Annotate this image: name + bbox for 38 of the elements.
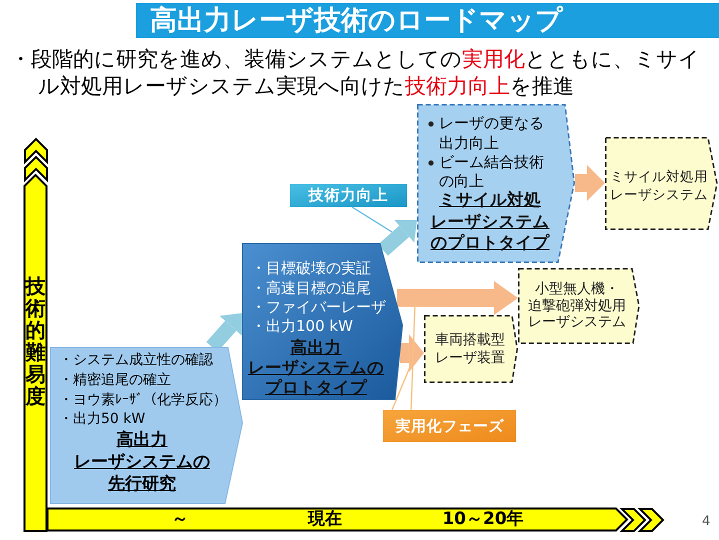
bullet-item: ・ヨウ素ﾚｰｻﾞ（化学反応） xyxy=(59,391,227,410)
block-arrow xyxy=(400,334,424,372)
block-arrow xyxy=(397,281,518,315)
bullet-item: ・ファイバーレーザ xyxy=(251,298,386,318)
lead-text: ・段階的に研究を進め、装備システムとしての実用化とともに、ミサイル対処用レーザシステム実現へ向けた技術力向上を推進 xyxy=(10,46,701,100)
bullet-item: ・出力100 kW xyxy=(251,317,353,336)
leader-line xyxy=(391,362,413,410)
axis-arrow xyxy=(23,137,48,533)
block-arrow xyxy=(575,165,605,201)
title: 高出力レーザ技術のロードマップ xyxy=(150,4,563,38)
pentagon-box xyxy=(242,243,403,400)
label-box xyxy=(383,410,516,442)
pentagon-box xyxy=(605,137,718,230)
label-text: 実用化フェーズ xyxy=(395,416,504,437)
bullet-item: ・高速目標の追尾 xyxy=(251,279,371,298)
bullet-item: ・システム成立性の確認 xyxy=(59,351,213,370)
box-text: ミサイル対処用レーザシステム xyxy=(610,169,708,204)
block-arrow xyxy=(378,220,418,256)
box-text: 小型無人機・迫撃砲弾対処用レーザシステム xyxy=(528,281,626,330)
box-heading: 高出力レーザシステムの先行研究 xyxy=(74,429,210,495)
box-heading: ミサイル対処レーザシステムのプロトタイプ xyxy=(430,189,550,254)
bullet-item: ・出力50 kW xyxy=(59,410,146,429)
leader-line xyxy=(352,206,392,233)
pentagon-box xyxy=(417,104,575,263)
axis-label: 技術的難易度 xyxy=(25,275,46,407)
box-text: 車両搭載型レーザ装置 xyxy=(435,332,505,367)
page-number: 4 xyxy=(702,514,710,529)
bullet-item: ・精密追尾の確立 xyxy=(59,371,171,390)
axis-label: 現在 xyxy=(308,508,342,531)
label-box xyxy=(290,184,407,207)
pentagon-box xyxy=(50,347,243,504)
bullet-item: ・目標破壊の実証 xyxy=(251,259,371,278)
axis-label: 10～20年 xyxy=(442,508,524,531)
axis-label: ～ xyxy=(172,508,188,531)
leader-line xyxy=(410,302,416,410)
axis-arrow xyxy=(46,507,666,532)
label-text: 技術力向上 xyxy=(308,185,388,206)
box-heading: 高出力レーザシステムのプロトタイプ xyxy=(248,338,384,398)
